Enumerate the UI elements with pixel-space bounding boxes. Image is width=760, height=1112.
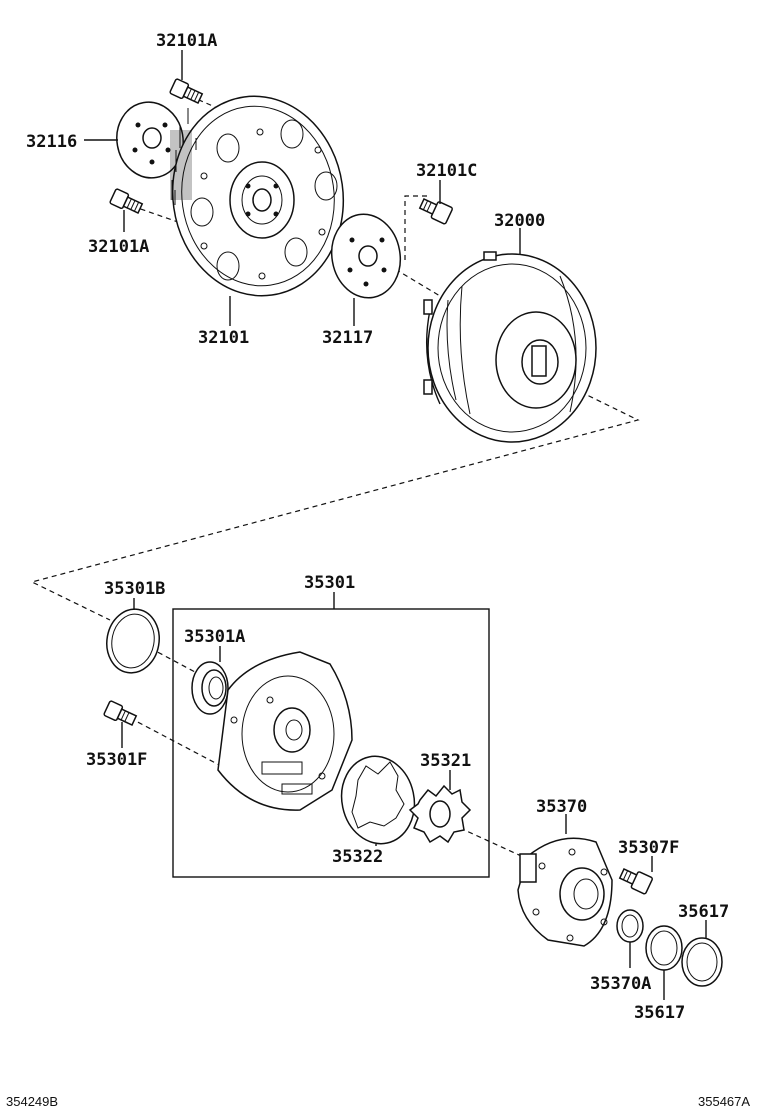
bolt-32101a-top-icon[interactable] [169, 78, 204, 106]
label-35301: 35301 [304, 573, 355, 593]
leader-lines [84, 50, 707, 1000]
label-32101a-bottom: 32101A [88, 237, 149, 257]
bolt-35301f-icon[interactable] [103, 700, 138, 728]
label-35307f: 35307F [618, 838, 679, 858]
oil-pump-body-35301-icon[interactable] [217, 651, 353, 811]
label-35301a: 35301A [184, 627, 245, 647]
label-32116: 32116 [26, 132, 77, 152]
o-ring-35301b-icon[interactable] [102, 605, 164, 677]
ring-35370a-icon[interactable] [616, 909, 644, 943]
label-32101a-top: 32101A [156, 31, 217, 51]
stator-shaft-35370-icon[interactable] [517, 837, 613, 947]
label-35301f: 35301F [86, 750, 147, 770]
seal-ring-35617-bottom-icon[interactable] [681, 937, 723, 987]
oil-pump-group-box [172, 608, 490, 878]
label-35617-bottom: 35617 [634, 1003, 685, 1023]
bolt-35307f-icon[interactable] [618, 865, 653, 895]
bolt-32101c-icon[interactable] [418, 195, 453, 225]
label-32101: 32101 [198, 328, 249, 348]
oil-seal-35301a-icon[interactable] [191, 661, 229, 715]
label-32101c: 32101C [416, 161, 477, 181]
label-35370: 35370 [536, 797, 587, 817]
flywheel-32101-icon[interactable] [160, 85, 356, 307]
label-35617-top: 35617 [678, 902, 729, 922]
footer-right-code: 355467A [698, 1094, 750, 1109]
label-35301b: 35301B [104, 579, 165, 599]
plate-32117-icon[interactable] [325, 209, 407, 304]
label-35322: 35322 [332, 847, 383, 867]
bolt-32101a-bottom-icon[interactable] [109, 188, 144, 216]
label-35321: 35321 [420, 751, 471, 771]
label-32117: 32117 [322, 328, 373, 348]
drive-gear-35321-icon[interactable] [408, 784, 472, 844]
seal-ring-35617-top-icon[interactable] [645, 925, 683, 971]
torque-converter-32000-icon[interactable] [423, 251, 597, 443]
footer-left-code: 354249B [6, 1094, 58, 1109]
drive-plate-32116-icon[interactable] [111, 97, 189, 183]
label-32000: 32000 [494, 211, 545, 231]
label-35370a: 35370A [590, 974, 651, 994]
driven-gear-35322-icon[interactable] [334, 749, 423, 850]
